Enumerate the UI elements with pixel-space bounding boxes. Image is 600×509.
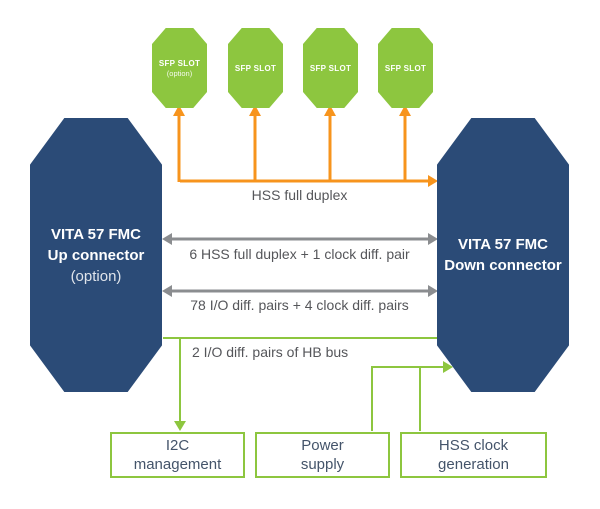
- hss-clock-generation-module: HSS clock generation: [400, 432, 547, 478]
- green-arrowheads: [174, 361, 453, 431]
- sfp-slot-option-note: (option): [166, 68, 193, 78]
- sfp-slot-2: SFP SLOT: [228, 28, 283, 108]
- sfp-slot-3: SFP SLOT: [303, 28, 358, 108]
- connector-subtitle: Down connector: [444, 257, 562, 274]
- vita57-up-connector: VITA 57 FMC Up connector (option): [30, 118, 162, 392]
- vita57-down-connector: VITA 57 FMC Down connector: [437, 118, 569, 392]
- module-label-line2: supply: [300, 456, 345, 473]
- sfp-slot-label: SFP SLOT: [309, 63, 352, 73]
- connector-title: VITA 57 FMC: [457, 236, 548, 253]
- hss-bus-arrowheads: [173, 105, 438, 187]
- sfp-slot-label: SFP SLOT: [158, 58, 201, 68]
- hss-full-duplex-label: HSS full duplex: [251, 187, 348, 203]
- connector-option-note: (option): [70, 267, 122, 285]
- module-label-line2: generation: [438, 456, 509, 473]
- sfp-slot-label: SFP SLOT: [234, 63, 277, 73]
- i2c-management-module: I2C management: [110, 432, 245, 478]
- sfp-slot-4: SFP SLOT: [378, 28, 433, 108]
- module-label-line1: Power: [301, 437, 344, 454]
- connector-subtitle: Up connector: [47, 246, 145, 264]
- connector-title: VITA 57 FMC: [50, 225, 141, 243]
- sfp-slot-1: SFP SLOT (option): [152, 28, 207, 108]
- module-label-line1: HSS clock: [438, 437, 509, 454]
- hss-bus-lines: [177, 114, 429, 183]
- hb-bus-label: 2 I/O diff. pairs of HB bus: [192, 344, 349, 360]
- module-label-line1: I2C: [165, 437, 190, 454]
- io-pairs-label: 78 I/O diff. pairs + 4 clock diff. pairs: [190, 297, 409, 313]
- sfp-slot-label: SFP SLOT: [384, 63, 427, 73]
- power-supply-module: Power supply: [255, 432, 390, 478]
- gray-arrowheads: [162, 233, 438, 297]
- module-label-line2: management: [133, 456, 222, 473]
- hss-pairs-label: 6 HSS full duplex + 1 clock diff. pair: [189, 246, 410, 262]
